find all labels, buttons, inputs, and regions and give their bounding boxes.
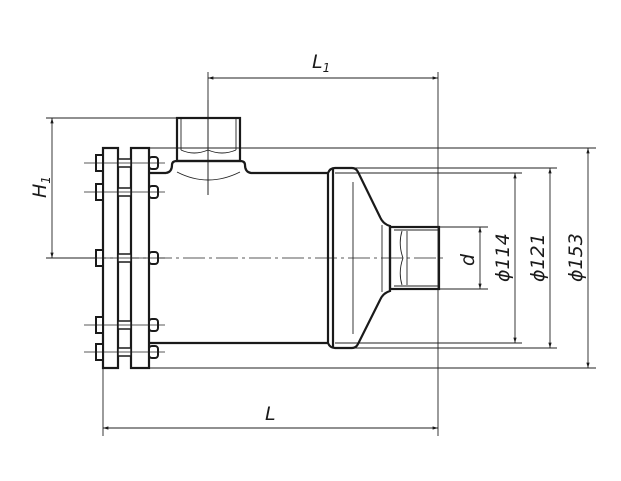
- dim-d-label: d: [457, 253, 479, 266]
- bolt: [84, 154, 165, 172]
- bolt: [84, 343, 165, 361]
- extension-lines: [46, 72, 596, 436]
- dim-dia121-label: ϕ121: [527, 233, 549, 282]
- bolt: [84, 183, 165, 201]
- dim-L-label: L: [265, 403, 276, 425]
- bolt: [84, 249, 165, 267]
- housing-body: [149, 116, 441, 350]
- dim-dia114-label: ϕ114: [492, 233, 514, 282]
- bolts: [84, 154, 165, 361]
- bolt: [84, 316, 165, 334]
- dim-L1-label: L1: [312, 51, 330, 75]
- dim-H1-label: H1: [29, 176, 53, 198]
- dim-dia153-label: ϕ153: [565, 233, 587, 282]
- dimension-lines: [50, 76, 590, 430]
